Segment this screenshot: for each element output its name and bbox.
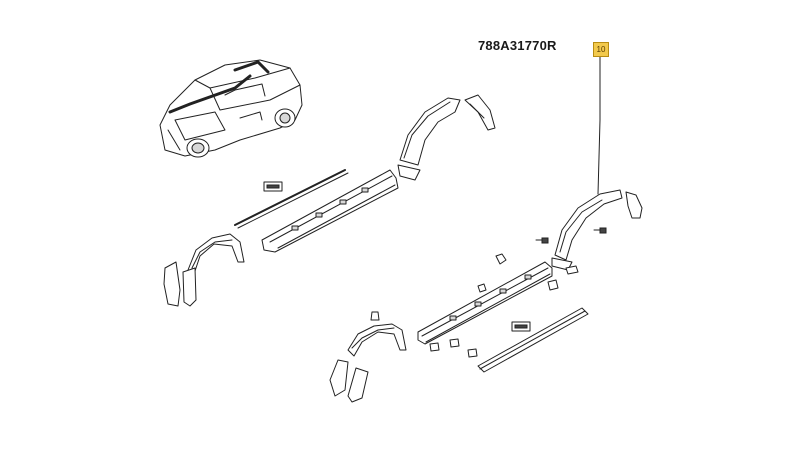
fasteners-right xyxy=(477,227,607,293)
door-trim-strip-right xyxy=(477,307,589,373)
vehicle-thumbnail xyxy=(159,59,303,158)
part-number-label: 788A31770R xyxy=(478,38,557,53)
door-trim-strip-left xyxy=(234,169,346,226)
mudflap-front-left xyxy=(163,261,197,307)
callout-leader-line xyxy=(597,54,601,195)
wheel-arch-rear-right xyxy=(551,189,643,271)
side-sill-panel-right xyxy=(417,261,553,345)
fasteners-lower-right xyxy=(370,311,478,358)
wheel-arch-front-left xyxy=(187,233,245,275)
mudflap-front-right xyxy=(329,359,369,403)
callout-badge[interactable]: 10 xyxy=(593,42,609,57)
wheel-arch-rear-left xyxy=(397,97,461,181)
wheel-arch-front-right xyxy=(347,323,407,357)
side-sill-panel-left xyxy=(261,169,399,253)
mudflap-rear-left xyxy=(464,94,496,131)
